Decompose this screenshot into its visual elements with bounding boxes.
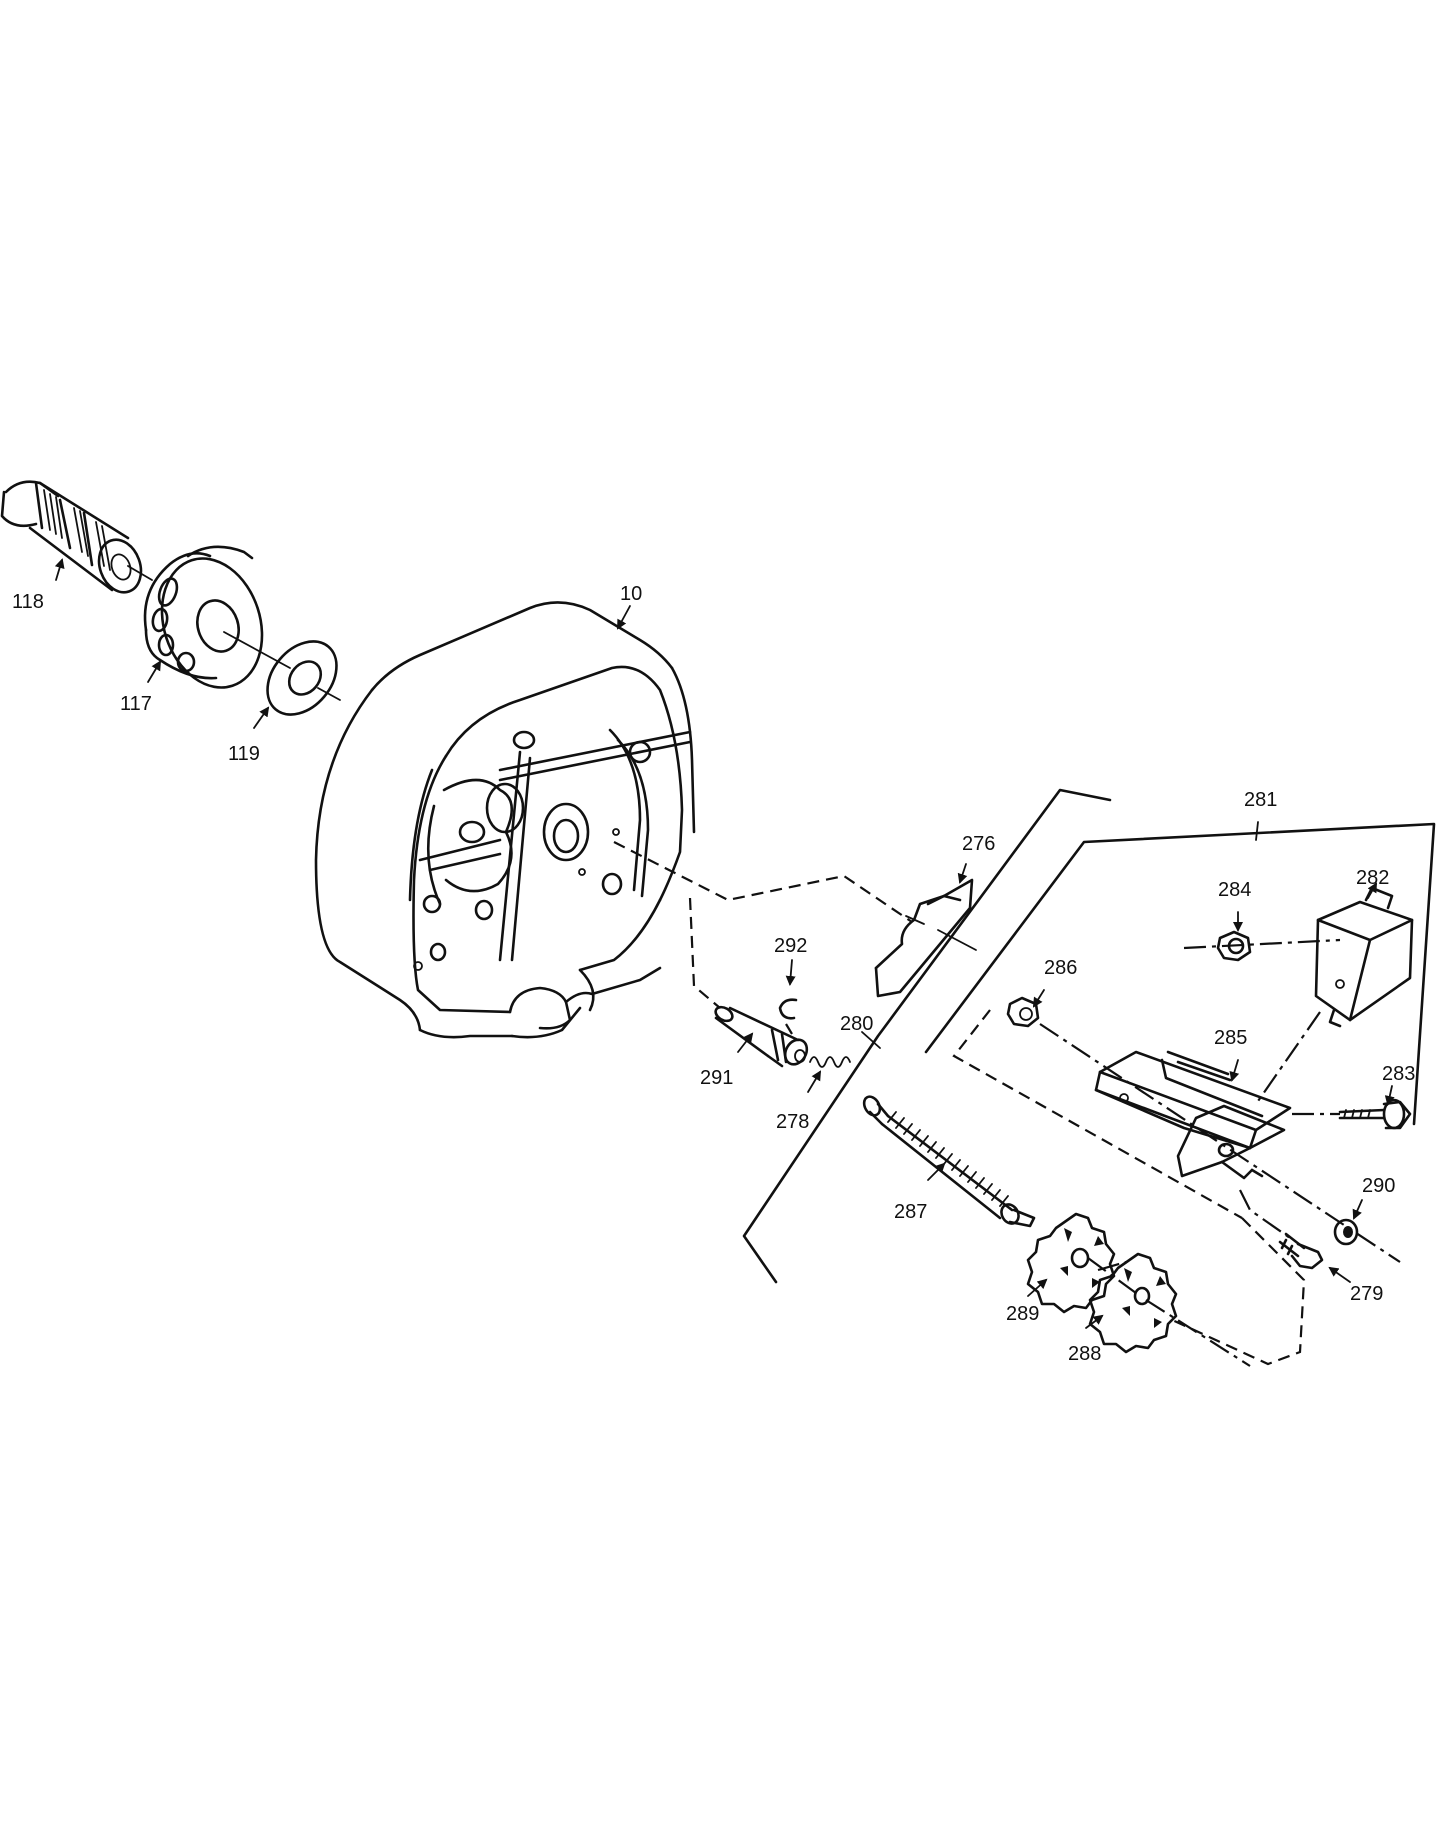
part-289-gear xyxy=(1026,1212,1116,1314)
label-290: 290 xyxy=(1362,1175,1395,1197)
part-labels: 118 117 119 10 276 292 291 278 280 281 2… xyxy=(12,583,1415,1365)
part-292-clip xyxy=(778,998,798,1020)
part-276-bracket xyxy=(874,878,977,998)
part-283-screw xyxy=(1338,1098,1412,1130)
part-285-bracket xyxy=(1094,1050,1292,1180)
label-281: 281 xyxy=(1244,789,1277,811)
part-288-gear xyxy=(1088,1252,1178,1354)
part-118-shaft xyxy=(0,480,153,594)
label-289: 289 xyxy=(1006,1303,1039,1325)
label-288: 288 xyxy=(1068,1343,1101,1365)
label-10: 10 xyxy=(620,583,642,605)
part-119-washer xyxy=(266,640,341,716)
part-280-bracket-outline xyxy=(742,788,1112,1284)
part-291-pin xyxy=(714,1005,809,1068)
label-118: 118 xyxy=(12,591,44,613)
label-284: 284 xyxy=(1218,879,1251,901)
label-292: 292 xyxy=(774,935,807,957)
label-276: 276 xyxy=(962,833,995,855)
label-117: 117 xyxy=(120,693,152,715)
label-283: 283 xyxy=(1382,1063,1415,1085)
part-278-spring xyxy=(809,1056,851,1068)
part-287-worm xyxy=(862,1095,1036,1228)
label-291: 291 xyxy=(700,1067,733,1089)
label-285: 285 xyxy=(1214,1027,1247,1049)
label-279: 279 xyxy=(1350,1283,1383,1305)
label-282: 282 xyxy=(1356,867,1389,889)
part-281-assembly-outline xyxy=(924,821,1436,1126)
part-282-switch xyxy=(1314,886,1414,1028)
label-278: 278 xyxy=(776,1111,809,1133)
label-280: 280 xyxy=(840,1013,873,1035)
label-287: 287 xyxy=(894,1201,927,1223)
label-119: 119 xyxy=(228,743,260,765)
part-286-nut xyxy=(1006,996,1040,1028)
part-117-rotor xyxy=(143,545,291,689)
leader-arrows xyxy=(54,558,1395,1329)
assembly-lines xyxy=(613,841,1401,1367)
part-10-housing xyxy=(314,601,696,1039)
label-286: 286 xyxy=(1044,957,1077,979)
part-290-washer xyxy=(1333,1218,1359,1246)
